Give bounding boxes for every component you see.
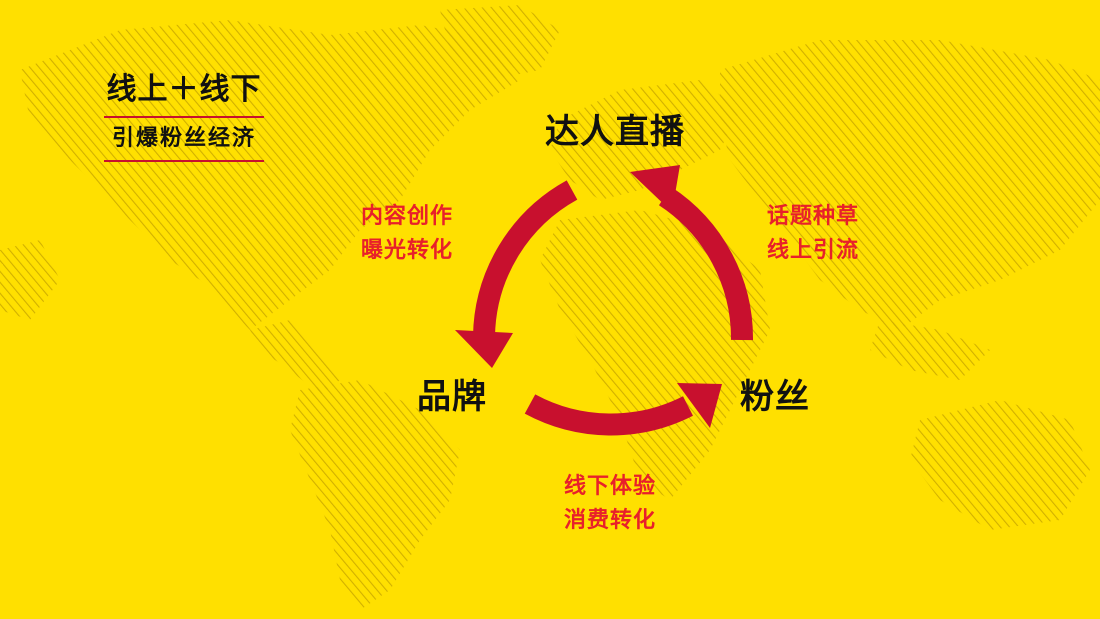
edge-label-line: 消费转化 <box>564 508 657 533</box>
node-brand: 品牌 <box>417 377 487 417</box>
continent-africa <box>540 210 770 500</box>
edge-label-brand-fans: 线下体验 消费转化 <box>564 470 656 538</box>
continent-greenland <box>440 5 560 80</box>
edge-label-line: 线上引流 <box>767 238 860 263</box>
arrowhead-fans-to-live <box>630 165 680 212</box>
edge-label-line: 内容创作 <box>361 204 454 229</box>
edge-label-fans-live: 话题种草 线上引流 <box>767 200 859 268</box>
arrow-fans-to-live <box>658 186 754 341</box>
arrowhead-brand-to-fans <box>677 383 722 428</box>
continent-southeast-asia <box>870 320 990 380</box>
title-block: 线上＋线下 引爆粉丝经济 <box>104 70 264 168</box>
continent-fragment-left <box>0 240 60 320</box>
edge-label-line: 曝光转化 <box>361 238 454 263</box>
title-line1: 线上＋线下 <box>106 72 262 107</box>
continent-asia <box>720 40 1100 330</box>
title-divider-bottom <box>104 160 264 162</box>
arrow-brand-to-fans <box>524 394 693 436</box>
continent-south-america <box>290 380 460 610</box>
continent-europe <box>550 80 740 200</box>
edge-label-line: 话题种草 <box>767 204 860 229</box>
title-line2: 引爆粉丝经济 <box>111 126 256 151</box>
arrowhead-live-to-brand <box>455 330 513 368</box>
node-fans: 粉丝 <box>740 377 810 417</box>
continent-central-america <box>250 320 340 395</box>
arrow-live-to-brand <box>473 180 578 337</box>
continent-australia <box>910 400 1090 530</box>
edge-label-line: 线下体验 <box>564 474 657 499</box>
title-divider-top <box>104 116 264 118</box>
edge-label-brand-live: 内容创作 曝光转化 <box>361 200 453 268</box>
continent-north-america <box>20 20 520 330</box>
node-live-streaming: 达人直播 <box>545 112 685 152</box>
